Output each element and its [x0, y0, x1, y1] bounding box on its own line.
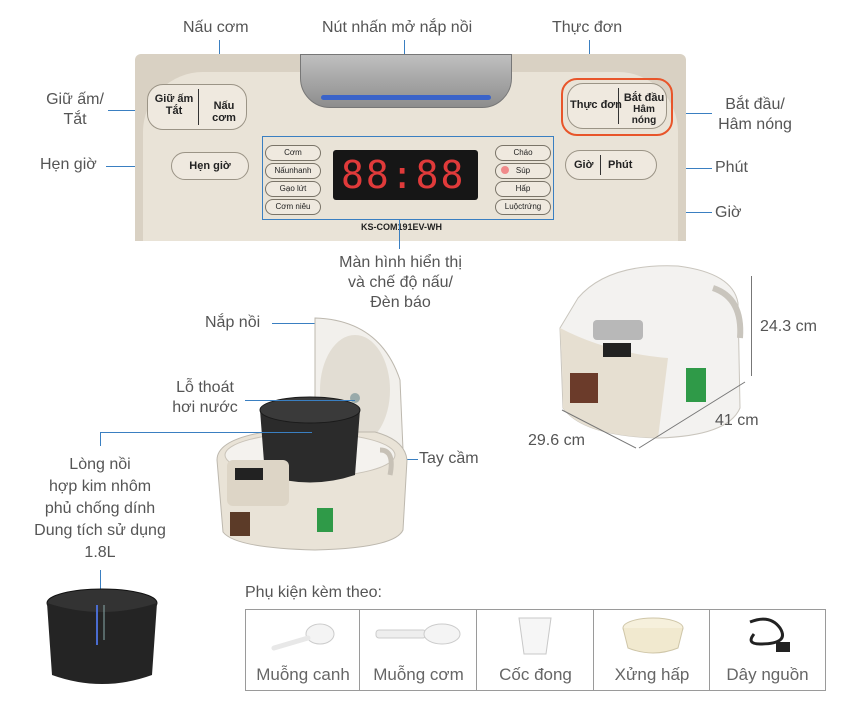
accessory-rice-paddle: Muỗng cơm: [359, 609, 478, 691]
callout-bat-dau-line2: Hâm nóng: [718, 116, 792, 133]
callout-hen-gio: Hẹn giờ: [40, 156, 97, 173]
height-dimension-line: [751, 276, 752, 376]
callout-nau-com: Nấu cơm: [183, 19, 249, 36]
callout-long-noi: Lòng nồi hợp kim nhôm phủ chống dính Dun…: [20, 454, 180, 564]
minute-label: Phút: [608, 159, 633, 171]
accessory-label: Dây nguồn: [726, 665, 809, 684]
hour-label: Giờ: [574, 159, 594, 171]
keep-warm-button[interactable]: Giữ ấm Tắt Nấu cơm: [147, 84, 247, 130]
callout-line: [272, 323, 317, 324]
callout-line: [399, 219, 400, 249]
callout-man-hinh-line1: Màn hình hiển thị: [339, 254, 462, 271]
callout-lo-thoat-line2: hơi nước: [172, 399, 238, 416]
accessory-label: Cốc đong: [499, 665, 572, 684]
button-divider: [198, 89, 199, 125]
accessory-label: Xửng hấp: [614, 665, 690, 684]
callout-phut: Phút: [715, 159, 748, 176]
callout-lo-thoat-line1: Lỗ thoát: [176, 379, 234, 396]
menu-label: Thực đơn: [570, 99, 622, 111]
callout-bat-dau: Bắt đầu/ Hâm nóng: [700, 95, 810, 135]
depth-dimension-line: [638, 381, 746, 449]
callout-thuc-don: Thực đơn: [552, 19, 623, 36]
accessory-soup-spoon: Muỗng canh: [245, 609, 361, 691]
start-label: Bắt đầu Hâm nóng: [622, 92, 666, 126]
dimension-width: 29.6 cm: [528, 432, 585, 449]
soup-spoon-icon: [271, 623, 335, 651]
menu-start-highlight: [561, 78, 673, 136]
lid-release-button[interactable]: [300, 54, 512, 108]
callout-line: [100, 570, 101, 602]
callout-bat-dau-line1: Bắt đầu/: [725, 96, 785, 113]
mode-display-frame: [262, 136, 554, 220]
callout-long-noi-line5: 1.8L: [84, 544, 116, 561]
callout-gio: Giờ: [715, 204, 742, 221]
callout-long-noi-line4: Dung tích sử dụng: [34, 522, 166, 539]
mode-com-nieu: Cơm niêu: [265, 199, 321, 215]
timer-button[interactable]: Hẹn giờ: [171, 152, 249, 180]
mode-sup: Súp: [495, 163, 551, 179]
measuring-cup-icon: [518, 617, 552, 655]
callout-man-hinh: Màn hình hiển thị và chế độ nấu/ Đèn báo: [318, 253, 483, 313]
display-ghost-digits: 88:88: [341, 153, 466, 197]
callout-nut-nhan: Nút nhấn mở nắp nồi: [322, 19, 473, 36]
button-divider: [600, 155, 601, 175]
callout-nap-noi: Nắp nồi: [205, 314, 261, 331]
callout-tay-cam: Tay cầm: [419, 450, 479, 467]
control-panel: Giữ ấm Tắt Nấu cơm Hẹn giờ Cơm Nấunhanh …: [135, 54, 686, 241]
mode-luoc-trung: Luộctrứng: [495, 199, 551, 215]
callout-giu-am: Giữ ấm/ Tắt: [30, 90, 120, 130]
callout-giu-am-line2: Tắt: [63, 111, 87, 128]
width-dimension-line: [561, 409, 637, 449]
dimension-depth: 41 cm: [715, 412, 759, 429]
model-number: KS-COM191EV-WH: [361, 222, 443, 232]
led-display: 88:88 88:88: [333, 150, 478, 200]
accessory-measuring-cup: Cốc đong: [476, 609, 595, 691]
accessory-power-cord: Dây nguồn: [709, 609, 826, 691]
power-cord-icon: [749, 617, 790, 652]
btn-tat-text: Tắt: [165, 105, 183, 117]
callout-man-hinh-line3: Đèn báo: [370, 294, 431, 311]
closed-cooker-illustration: [559, 265, 744, 439]
dimension-height: 24.3 cm: [760, 318, 817, 335]
mode-hap: Hấp: [495, 181, 551, 197]
mode-nau-nhanh: Nấunhanh: [265, 163, 321, 179]
hour-minute-button[interactable]: Giờ Phút: [565, 150, 657, 180]
accessory-label: Muỗng canh: [256, 665, 350, 684]
callout-line: [245, 400, 355, 401]
lid-release-stripe: [321, 95, 491, 100]
mode-com: Cơm: [265, 145, 321, 161]
accessories-title: Phụ kiện kèm theo:: [245, 584, 382, 601]
accessory-steamer: Xửng hấp: [593, 609, 711, 691]
callout-long-noi-line1: Lòng nồi: [69, 456, 131, 473]
callout-long-noi-line3: phủ chống dính: [44, 500, 156, 517]
button-divider: [618, 88, 619, 124]
callout-man-hinh-line2: và chế độ nấu/: [348, 274, 453, 291]
accessory-label: Muỗng cơm: [373, 665, 464, 684]
display-digits: 88:88: [341, 153, 466, 197]
callout-giu-am-line1: Giữ ấm/: [46, 91, 104, 108]
sup-indicator-light: [501, 166, 509, 174]
mode-gao-lut: Gạo lứt: [265, 181, 321, 197]
mode-chao: Cháo: [495, 145, 551, 161]
rice-paddle-icon: [375, 623, 461, 645]
btn-ham-nong-text: Hâm nóng: [631, 104, 657, 126]
inner-pot-illustration: [46, 588, 158, 684]
menu-start-button[interactable]: Thực đơn Bắt đầu Hâm nóng: [567, 83, 667, 129]
callout-line: [100, 432, 101, 446]
btn-bat-dau-text: Bắt đầu: [623, 92, 665, 104]
callout-long-noi-line2: hợp kim nhôm: [48, 478, 152, 495]
callout-line: [662, 113, 712, 114]
cook-rice-label: Nấu cơm: [212, 100, 236, 124]
timer-button-label: Hẹn giờ: [189, 160, 231, 172]
callout-lo-thoat: Lỗ thoát hơi nước: [165, 378, 245, 418]
callout-line: [100, 432, 312, 433]
open-cooker-illustration: [216, 317, 408, 551]
steam-vent-icon: [350, 393, 360, 403]
keep-warm-label: Giữ ấm Tắt: [154, 93, 194, 117]
btn-giu-am-text: Giữ ấm: [154, 93, 194, 105]
steamer-icon: [622, 617, 684, 654]
